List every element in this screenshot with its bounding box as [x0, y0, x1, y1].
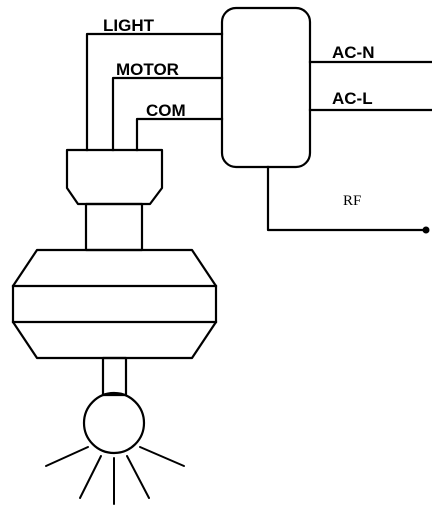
- light-wire: [85, 32, 224, 152]
- light-bulb-icon: [82, 391, 146, 455]
- light-ray-icon: [79, 455, 102, 499]
- motor-label: MOTOR: [116, 60, 179, 79]
- rf-antenna-wire: [266, 165, 427, 232]
- light-ray-icon: [126, 455, 150, 499]
- com-label: COM: [146, 101, 186, 120]
- light-ray-icon: [45, 446, 89, 467]
- light-ray-icon: [139, 446, 185, 467]
- control-module-box: [220, 6, 312, 169]
- com-wire: [135, 117, 224, 152]
- fan-canopy: [65, 148, 164, 206]
- rf-antenna-tip: [422, 226, 430, 234]
- motor-wire: [111, 76, 224, 152]
- fan-motor-housing: [11, 248, 218, 360]
- light-label: LIGHT: [103, 16, 155, 35]
- fan-downrod: [84, 202, 144, 252]
- ac-n-label: AC-N: [332, 43, 375, 62]
- rf-label: RF: [343, 193, 361, 209]
- ac-l-label: AC-L: [332, 89, 373, 108]
- light-kit-stem: [101, 356, 128, 397]
